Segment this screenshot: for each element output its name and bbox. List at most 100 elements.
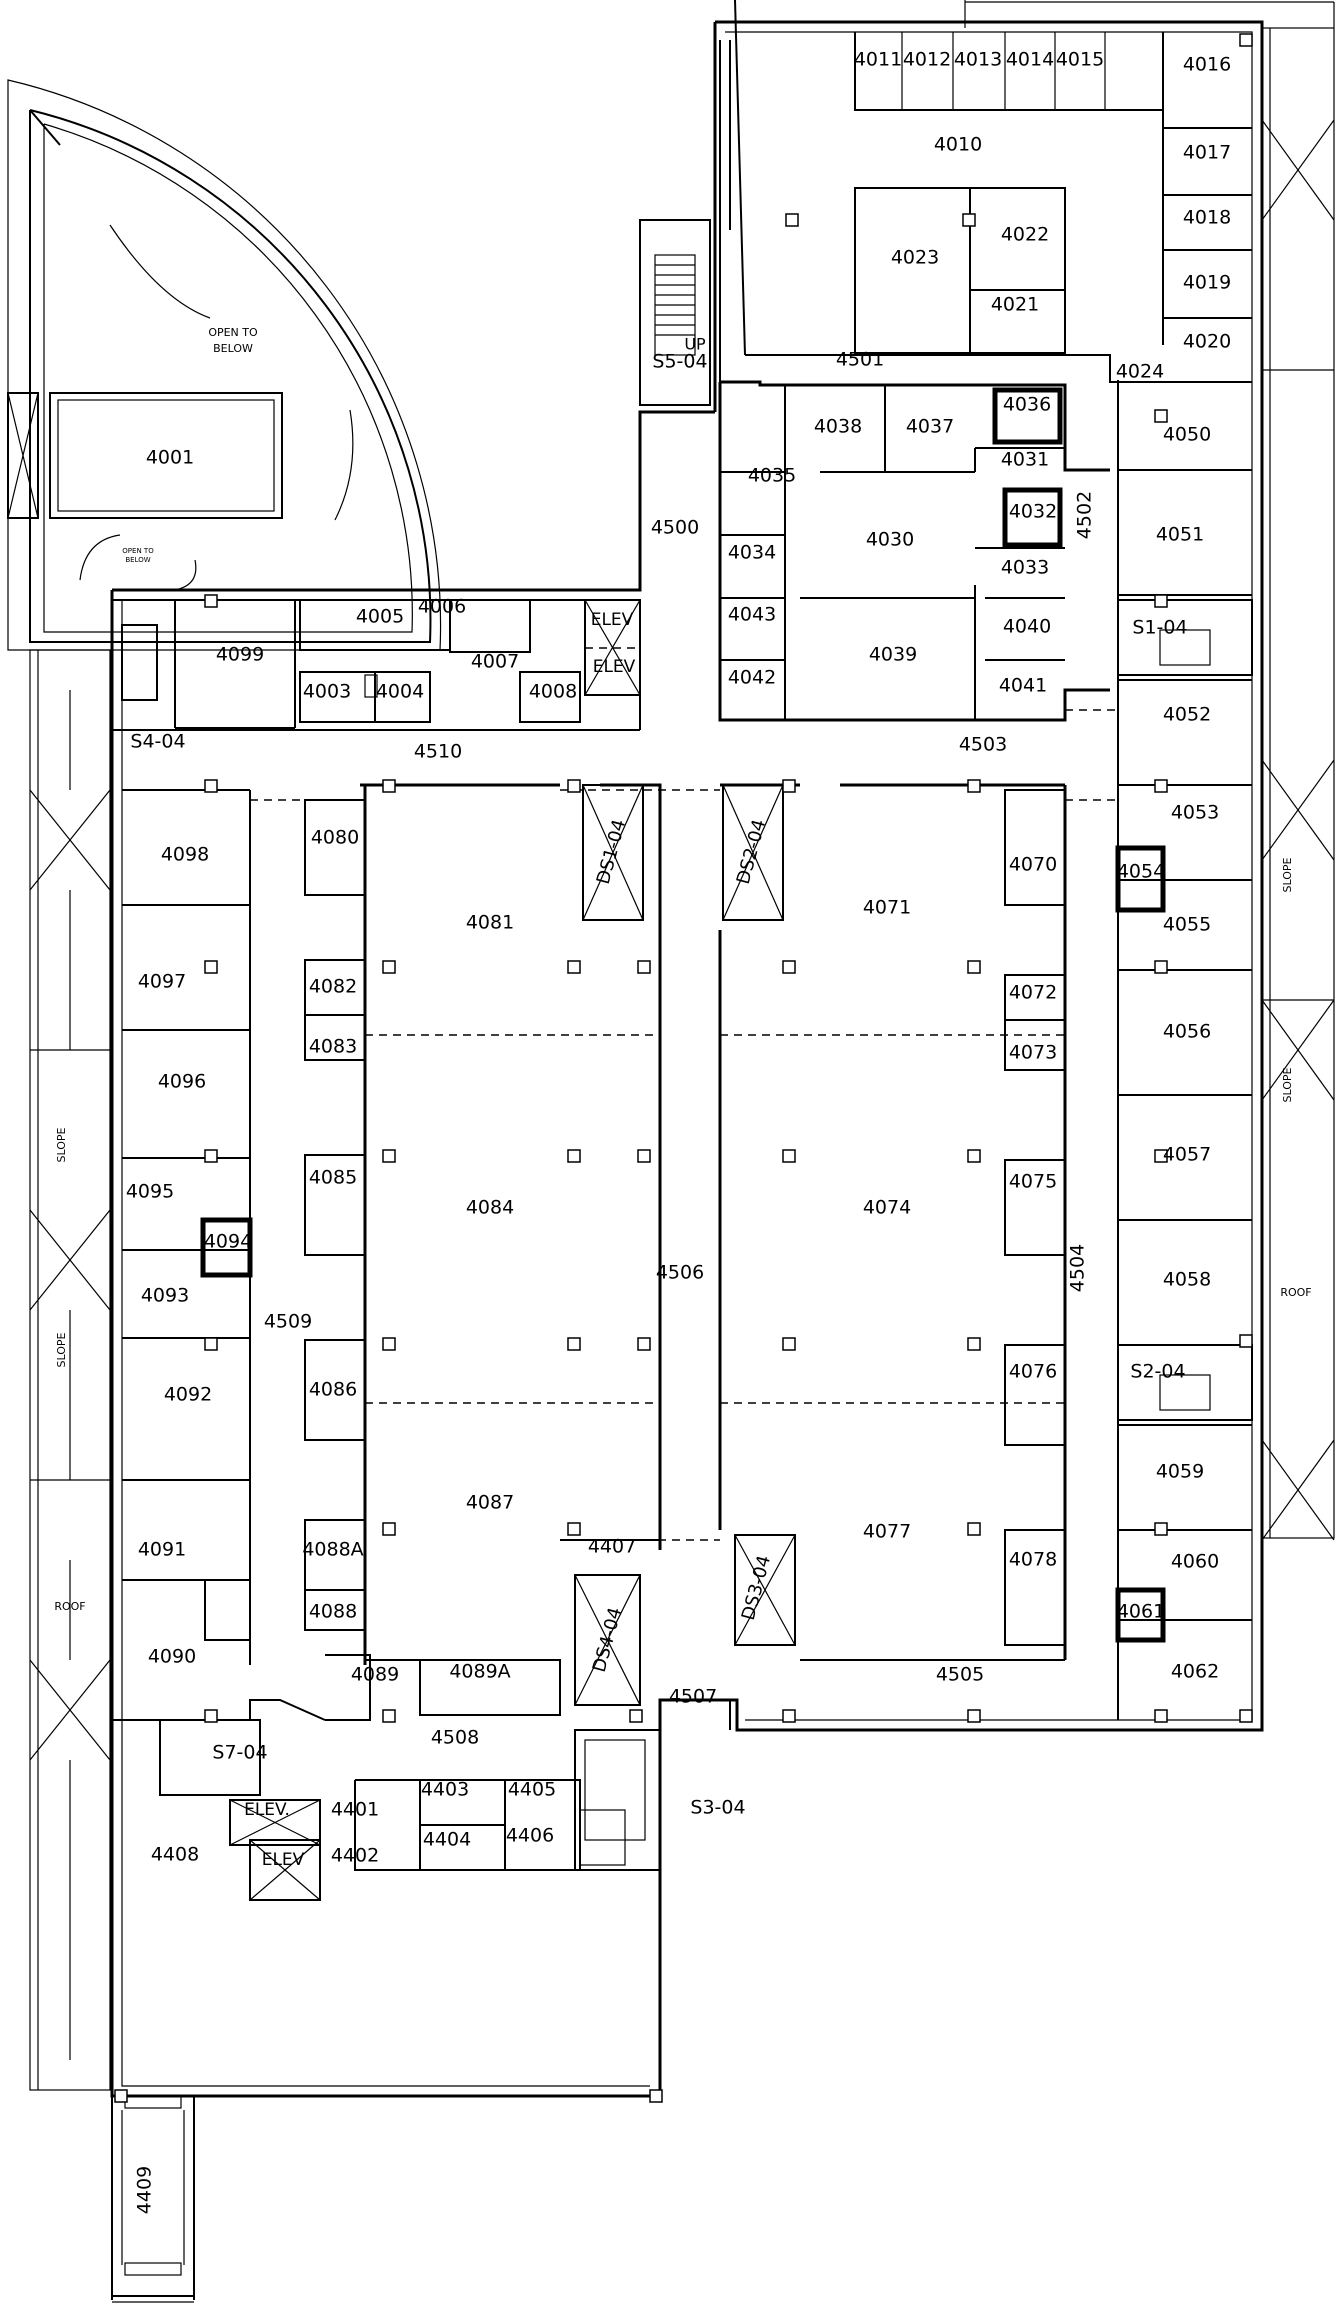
room-label-4062: 4062 bbox=[1171, 1661, 1219, 1683]
up-label: UP bbox=[684, 335, 706, 354]
elevator-label: ELEV. bbox=[244, 1800, 290, 1820]
open-to-below-label: OPEN TO bbox=[208, 326, 258, 339]
room-label-4020: 4020 bbox=[1183, 331, 1231, 353]
columns bbox=[114, 33, 1253, 2103]
room-label-4030: 4030 bbox=[866, 529, 914, 551]
slope-label: SLOPE bbox=[55, 1332, 68, 1367]
room-label-4078: 4078 bbox=[1009, 1549, 1057, 1571]
nw-block-walls bbox=[112, 599, 641, 731]
room-label-4022: 4022 bbox=[1001, 224, 1049, 246]
room-label-4510: 4510 bbox=[414, 741, 462, 763]
room-label-4088: 4088 bbox=[309, 1601, 357, 1623]
room-label-4041: 4041 bbox=[999, 675, 1047, 697]
elevator-label: ELEV bbox=[593, 657, 636, 677]
room-label-4509: 4509 bbox=[264, 1311, 312, 1333]
room-label-4071: 4071 bbox=[863, 897, 911, 919]
room-label-4081: 4081 bbox=[466, 912, 514, 934]
room-label-4051: 4051 bbox=[1156, 524, 1204, 546]
room-label-4086: 4086 bbox=[309, 1379, 357, 1401]
room-label-4050: 4050 bbox=[1163, 424, 1211, 446]
stair-graphics bbox=[121, 219, 1253, 1841]
room-label-4501: 4501 bbox=[836, 349, 884, 371]
stair-label: S1-04 bbox=[1132, 617, 1187, 639]
room-label-4061: 4061 bbox=[1117, 1601, 1165, 1623]
room-label-4006: 4006 bbox=[418, 596, 466, 618]
east-rooms-walls bbox=[1115, 380, 1252, 1720]
room-label-4094: 4094 bbox=[204, 1231, 252, 1253]
room-label-4091: 4091 bbox=[138, 1539, 186, 1561]
room-label-4013: 4013 bbox=[954, 49, 1002, 71]
room-label-4084: 4084 bbox=[466, 1197, 514, 1219]
room-label-4033: 4033 bbox=[1001, 557, 1049, 579]
room-label-4036: 4036 bbox=[1003, 394, 1051, 416]
room-label-4403: 4403 bbox=[421, 1779, 469, 1801]
room-label-4024: 4024 bbox=[1116, 361, 1164, 383]
stair-labels: S5-04 UP S1-04 S2-04 S3-04 S4-04 S7-04 bbox=[130, 335, 1187, 1819]
room-label-4038: 4038 bbox=[814, 416, 862, 438]
room-label-4034: 4034 bbox=[728, 542, 776, 564]
room-label-4500: 4500 bbox=[651, 517, 699, 539]
room-label-4019: 4019 bbox=[1183, 272, 1231, 294]
room-label-4072: 4072 bbox=[1009, 982, 1057, 1004]
room-label-4040: 4040 bbox=[1003, 616, 1051, 638]
stair-label: S3-04 bbox=[690, 1797, 745, 1819]
ne-wing-walls bbox=[734, 0, 1252, 383]
room-label-4031: 4031 bbox=[1001, 449, 1049, 471]
room-label-4074: 4074 bbox=[863, 1197, 911, 1219]
room-label-4098: 4098 bbox=[161, 844, 209, 866]
roof-label: ROOF bbox=[1280, 1286, 1311, 1299]
shaft-label: DS1-04 bbox=[593, 817, 630, 886]
room-label-4405: 4405 bbox=[508, 1779, 556, 1801]
room-label-4502: 4502 bbox=[1074, 491, 1096, 539]
center-block-walls bbox=[718, 380, 1110, 722]
room-label-4032: 4032 bbox=[1009, 501, 1057, 523]
east-lab-walls bbox=[718, 783, 1067, 1661]
room-label-4007: 4007 bbox=[471, 651, 519, 673]
room-label-4017: 4017 bbox=[1183, 142, 1231, 164]
stair-label: S2-04 bbox=[1130, 1361, 1185, 1383]
stair-label: S7-04 bbox=[212, 1742, 267, 1764]
room-label-4001: 4001 bbox=[146, 447, 194, 469]
room-label-4080: 4080 bbox=[311, 827, 359, 849]
room-label-4089a: 4089A bbox=[449, 1661, 510, 1683]
room-label-4057: 4057 bbox=[1163, 1144, 1211, 1166]
open-to-below-small-label: OPEN TO bbox=[122, 547, 154, 555]
room-label-4035: 4035 bbox=[748, 465, 796, 487]
shaft-label: DS2-04 bbox=[733, 817, 770, 886]
room-label-4058: 4058 bbox=[1163, 1269, 1211, 1291]
room-label-4096: 4096 bbox=[158, 1071, 206, 1093]
room-label-4508: 4508 bbox=[431, 1727, 479, 1749]
west-rooms-walls bbox=[122, 789, 253, 1665]
room-label-4093: 4093 bbox=[141, 1285, 189, 1307]
room-label-4055: 4055 bbox=[1163, 914, 1211, 936]
room-label-4505: 4505 bbox=[936, 1664, 984, 1686]
room-label-4076: 4076 bbox=[1009, 1361, 1057, 1383]
room-label-4407: 4407 bbox=[588, 1536, 636, 1558]
elevator-labels: ELEV ELEV ELEV. ELEV bbox=[244, 610, 636, 1870]
elevator-label: ELEV bbox=[591, 610, 634, 630]
room-label-4060: 4060 bbox=[1171, 1551, 1219, 1573]
west-lab-walls bbox=[304, 783, 662, 1721]
room-label-4092: 4092 bbox=[164, 1384, 212, 1406]
rotunda: OPEN TO BELOW OPEN TO BELOW bbox=[7, 79, 442, 651]
room-label-4097: 4097 bbox=[138, 971, 186, 993]
room-label-4056: 4056 bbox=[1163, 1021, 1211, 1043]
room-label-4095: 4095 bbox=[126, 1181, 174, 1203]
room-label-4004: 4004 bbox=[376, 681, 424, 703]
room-label-4052: 4052 bbox=[1163, 704, 1211, 726]
left-roof-strip: SLOPE SLOPE ROOF bbox=[29, 649, 111, 2091]
open-to-below-label: BELOW bbox=[213, 342, 253, 355]
corridor-dashes bbox=[250, 128, 1164, 1541]
room-label-4012: 4012 bbox=[903, 49, 951, 71]
room-label-4053: 4053 bbox=[1171, 802, 1219, 824]
room-label-4085: 4085 bbox=[309, 1167, 357, 1189]
slope-label: SLOPE bbox=[1281, 857, 1294, 892]
room-label-4506: 4506 bbox=[656, 1262, 704, 1284]
room-label-4008: 4008 bbox=[529, 681, 577, 703]
room-label-4021: 4021 bbox=[991, 294, 1039, 316]
open-to-below-small-label: BELOW bbox=[125, 556, 150, 564]
room-label-4406: 4406 bbox=[506, 1825, 554, 1847]
building-outline bbox=[110, 20, 1264, 2098]
